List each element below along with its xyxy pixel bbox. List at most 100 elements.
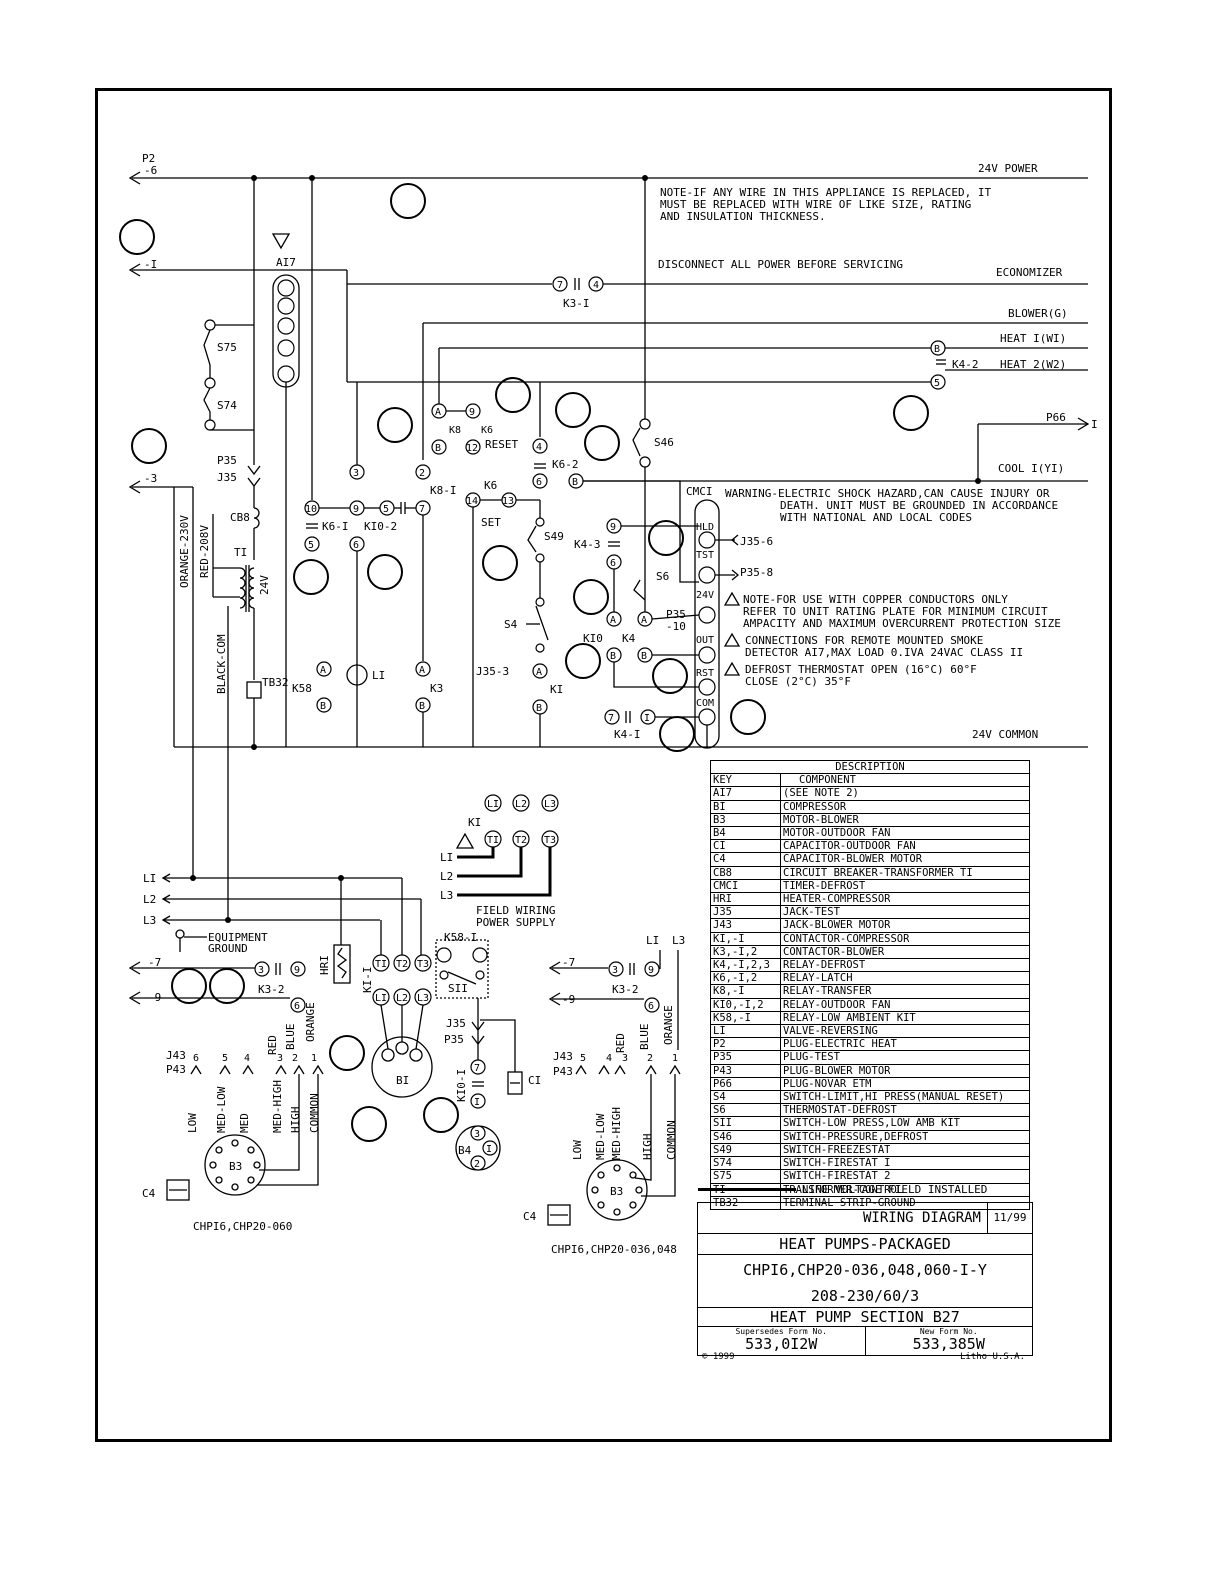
- title-heading: WIRING DIAGRAM: [698, 1203, 988, 1233]
- svg-text:LI: LI: [487, 799, 499, 810]
- svg-text:2: 2: [292, 1053, 298, 1064]
- svg-text:3: 3: [622, 1053, 628, 1064]
- component-legend: DESCRIPTION KEY COMPONENT AI7(SEE NOTE 2…: [710, 760, 1030, 1210]
- heat2-label: HEAT 2(W2): [1000, 358, 1066, 371]
- new-form-block: New Form No. 533,385W: [866, 1327, 1033, 1355]
- legend-component: SWITCH-FIRESTAT 2: [783, 1170, 891, 1183]
- s49-label: S49: [544, 530, 564, 543]
- legend-component: RELAY-TRANSFER: [783, 985, 872, 998]
- legend-component: SWITCH-LOW PRESS,LOW AMB KIT: [783, 1117, 961, 1130]
- svg-text:A: A: [320, 665, 326, 676]
- l2-main: L2: [143, 893, 156, 906]
- legend-key: KI0,-I,2: [711, 998, 781, 1011]
- pin-7-right: -7: [562, 956, 575, 969]
- copyright: © 1999: [702, 1352, 735, 1362]
- legend-key: K3,-I,2: [711, 945, 781, 959]
- equip-ground-1: EQUIPMENT: [208, 931, 268, 944]
- economizer-label: ECONOMIZER: [996, 266, 1063, 279]
- hld-label: HLD: [696, 522, 714, 533]
- note2-1: CONNECTIONS FOR REMOTE MOUNTED SMOKE: [745, 634, 983, 647]
- k6-1-label: K6-I: [322, 520, 349, 533]
- svg-text:B: B: [536, 703, 542, 714]
- svg-text:7: 7: [557, 280, 563, 291]
- legend-key: S6: [711, 1104, 781, 1117]
- svg-text:6: 6: [294, 1001, 300, 1012]
- svg-text:3: 3: [353, 468, 359, 479]
- warning-3: WITH NATIONAL AND LOCAL CODES: [780, 511, 972, 524]
- svg-text:6: 6: [536, 477, 542, 488]
- svg-text:L2: L2: [396, 993, 408, 1004]
- left-speed-med: MED: [238, 1113, 251, 1133]
- legend-key-header: KEY: [711, 774, 781, 787]
- svg-text:T3: T3: [417, 959, 429, 970]
- k10-label: KI0: [583, 632, 603, 645]
- svg-text:T2: T2: [515, 835, 527, 846]
- legend-key: K8,-I: [711, 985, 781, 998]
- p66-label: P66: [1046, 411, 1066, 424]
- svg-text:1: 1: [672, 1053, 678, 1064]
- hr1-label: HRI: [318, 955, 331, 975]
- svg-text:TI: TI: [375, 959, 387, 970]
- p2-pin: -6: [144, 164, 157, 177]
- svg-text:14: 14: [466, 496, 478, 507]
- legend-key: K6,-I,2: [711, 972, 781, 985]
- svg-text:7: 7: [419, 504, 425, 515]
- svg-text:9: 9: [610, 522, 616, 533]
- svg-text:A: A: [435, 407, 441, 418]
- legend-component: RELAY-LATCH: [783, 972, 853, 985]
- svg-text:T3: T3: [544, 835, 556, 846]
- tst-label: TST: [696, 550, 714, 561]
- j35-6-label: J35-6: [740, 535, 773, 548]
- c1-label: CI: [528, 1074, 541, 1087]
- k4-1-label: K4-I: [614, 728, 641, 741]
- t1-label: TI: [234, 546, 247, 559]
- svg-text:A: A: [419, 665, 425, 676]
- legend-key: S49: [711, 1143, 781, 1157]
- blower-label: BLOWER(G): [1008, 307, 1068, 320]
- left-wire-blue: BLUE: [284, 1024, 297, 1051]
- rst-label: RST: [696, 668, 714, 679]
- legend-component: CIRCUIT BREAKER-TRANSFORMER TI: [783, 866, 973, 879]
- svg-text:2: 2: [419, 468, 425, 479]
- legend-key: P43: [711, 1064, 781, 1077]
- legend-key: K4,-I,2,3: [711, 959, 781, 972]
- right-speed-low: LOW: [571, 1140, 584, 1160]
- svg-text:5: 5: [222, 1053, 228, 1064]
- line-voltage-note: LINE VOLTAGE FIELD INSTALLED: [698, 1183, 987, 1196]
- k58-label: K58: [292, 682, 312, 695]
- b4-label: B4: [458, 1144, 472, 1157]
- l1-valve-label: LI: [372, 669, 385, 682]
- left-speed-medlow: MED-LOW: [215, 1086, 228, 1133]
- left-wire-orange: ORANGE: [304, 1002, 317, 1042]
- c4-left: C4: [142, 1187, 156, 1200]
- legend-key: S75: [711, 1170, 781, 1183]
- legend-component: TRANSFORMER-CONTROL: [783, 1183, 904, 1196]
- title-line1: HEAT PUMPS-PACKAGED: [698, 1234, 1032, 1255]
- supersedes-block: Supersedes Form No. 533,0I2W: [698, 1327, 866, 1355]
- svg-text:LI: LI: [375, 993, 387, 1004]
- black-com-label: BLACK-COM: [215, 634, 228, 694]
- legend-component: VALVE-REVERSING: [783, 1025, 878, 1038]
- svg-text:A: A: [610, 615, 616, 626]
- legend-key: SII: [711, 1117, 781, 1130]
- power-24v-label: 24V POWER: [978, 162, 1038, 175]
- cb8-label: CB8: [230, 511, 250, 524]
- note-disconnect: DISCONNECT ALL POWER BEFORE SERVICING: [658, 258, 903, 271]
- l3-main: L3: [143, 914, 156, 927]
- note2-2: DETECTOR AI7,MAX LOAD 0.IVA 24VAC CLASS …: [745, 646, 1023, 659]
- svg-text:6: 6: [193, 1053, 199, 1064]
- model-left: CHPI6,CHP20-060: [193, 1220, 292, 1233]
- legend-key: KI,-I: [711, 932, 781, 945]
- legend-column-header: KEY COMPONENT: [711, 774, 1029, 788]
- svg-text:2: 2: [647, 1053, 653, 1064]
